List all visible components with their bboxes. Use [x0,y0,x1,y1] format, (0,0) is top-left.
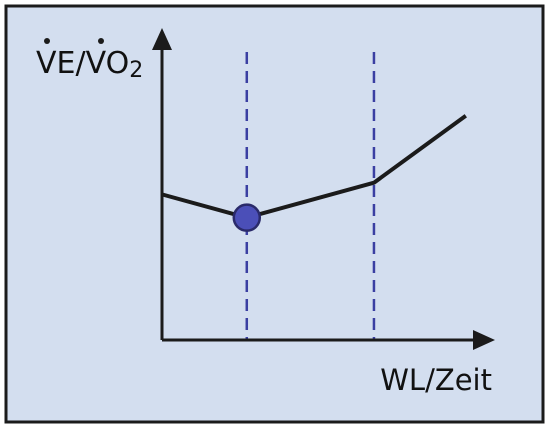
threshold-lines [245,52,376,340]
y-label-text: VE/VO2 [36,46,143,83]
marker-layer [232,203,262,232]
y-axis-label: VE/VO2 [36,38,143,83]
axes [152,28,495,350]
x-axis-arrowhead [473,330,495,350]
y-label-dot-ve [44,38,50,44]
series-line-1 [161,114,467,220]
chart-background [4,4,545,424]
x-axis-label: WL/Zeit [380,363,492,397]
y-label-dot-vo [98,38,104,44]
series-layer [161,114,467,220]
minimum-point-marker [232,203,262,232]
y-axis-arrowhead [152,28,172,50]
